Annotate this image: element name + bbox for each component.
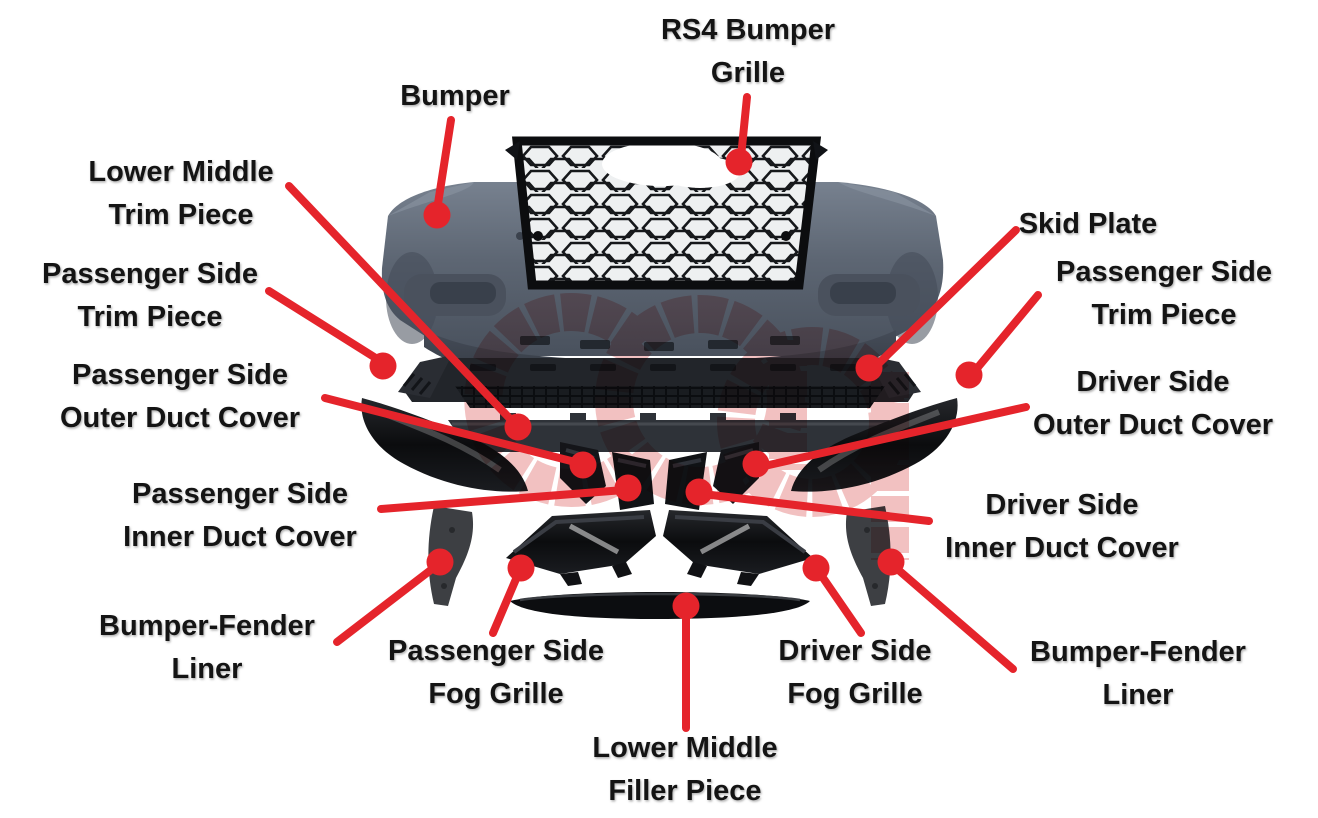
watermark-logo (464, 293, 909, 560)
label-bumper: Bumper (400, 80, 510, 112)
callout-passenger-side-trim-piece-right (955, 291, 1042, 389)
driver-fog-grille-part (663, 510, 813, 586)
callout-rs4-bumper-grille (725, 93, 753, 176)
lower-middle-filler-part (510, 592, 810, 619)
callout-driver-side-fog-grille (802, 554, 865, 637)
callout-lower-middle-trim-piece (285, 182, 532, 441)
callout-bumper (423, 116, 455, 229)
callout-passenger-side-trim-piece-left (265, 287, 397, 380)
callout-lower-middle-filler-piece (672, 592, 700, 732)
callout-passenger-side-fog-grille (489, 554, 535, 637)
callout-bumper-fender-liner-left (333, 548, 454, 646)
label-skid-plate: Skid Plate (1018, 208, 1158, 240)
rs4-grille-part (505, 136, 828, 290)
callout-driver-side-inner-duct-cover (685, 478, 933, 525)
passenger-fog-grille-part (506, 510, 656, 586)
callout-driver-side-outer-duct-cover (742, 403, 1030, 478)
callout-passenger-side-outer-duct-cover (321, 394, 597, 479)
callout-skid-plate (855, 226, 1020, 382)
callout-passenger-side-inner-duct-cover (377, 474, 642, 513)
callout-bumper-fender-liner-right (877, 548, 1017, 673)
